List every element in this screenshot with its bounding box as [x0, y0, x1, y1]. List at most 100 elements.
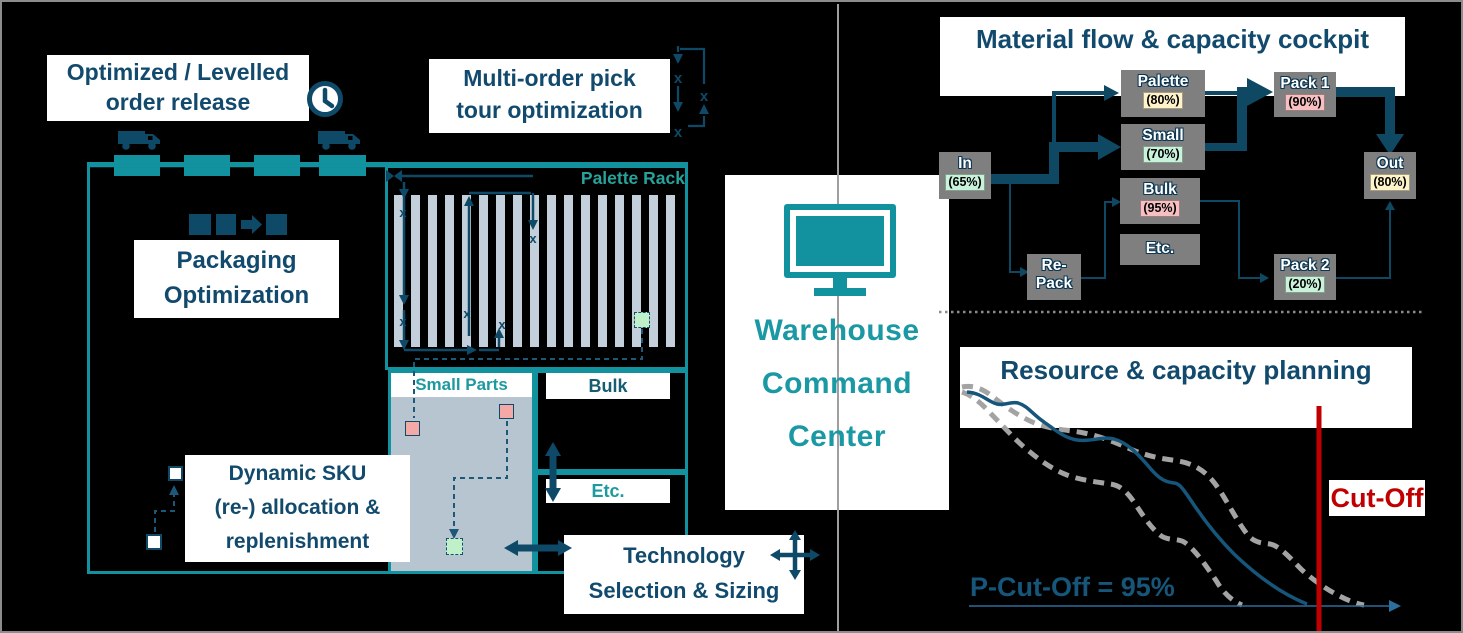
rack-bar — [496, 195, 505, 347]
flow-node-in-utilization: (65%) — [945, 173, 985, 191]
vertical-resize-arrow — [545, 442, 561, 502]
order-release-line2: order release — [105, 89, 251, 115]
order-release-line1: Optimized / Levelled — [66, 59, 290, 85]
palette-rack-label: Palette Rack — [580, 168, 685, 188]
horizontal-resize-arrow — [504, 540, 572, 556]
capacity-chart — [961, 383, 1401, 631]
multi-order-line1: Multi-order pick — [463, 65, 636, 91]
four-way-arrow-icon — [770, 530, 820, 580]
pick-tour-arrows: x x x x x — [386, 170, 538, 355]
flow-node-repack-label2: Pack — [1035, 274, 1073, 292]
dynamic-sku-line2: (re-) allocation & — [214, 496, 381, 519]
rack-bar — [530, 195, 539, 347]
packaging-line2: Optimization — [163, 282, 310, 309]
rack-bar — [564, 195, 573, 347]
multi-order-line2: tour optimization — [456, 97, 643, 123]
rack-bar — [394, 195, 403, 347]
multi-order-pick-label: Multi-order pick tour optimization — [429, 59, 670, 133]
pick-tour-mini-diagram: x x x — [673, 46, 709, 141]
p-cutoff-label: P-Cut-Off = 95% — [970, 572, 1175, 602]
rack-bar — [615, 195, 624, 347]
pick-location-marker: x — [529, 231, 537, 246]
storage-slot-pink — [499, 404, 514, 419]
rack-bar — [632, 195, 641, 347]
flow-node-pack1: Pack 1 (90%) — [1274, 72, 1336, 117]
truck-icon — [318, 131, 360, 150]
technology-line2: Selection & Sizing — [588, 578, 780, 603]
flow-node-out-label: Out — [1376, 155, 1404, 172]
rack-bar — [462, 195, 471, 347]
storage-slot-pink — [405, 421, 420, 436]
pick-location-marker: x — [674, 70, 683, 87]
flow-node-repack-label1: Re- — [1041, 257, 1067, 274]
pick-location-marker: x — [674, 124, 683, 141]
rack-bar — [445, 195, 454, 347]
rack-bar — [581, 195, 590, 347]
technology-line1: Technology — [623, 543, 745, 568]
replenishment-dashed-paths — [154, 329, 643, 539]
dynamic-sku-line3: replenishment — [225, 530, 370, 553]
monitor-icon — [784, 204, 896, 296]
flow-node-bulk-utilization: (95%) — [1140, 199, 1180, 217]
flow-node-pack2: Pack 2 (20%) — [1274, 254, 1336, 300]
flow-node-pack1-label: Pack 1 — [1280, 75, 1330, 92]
truck-icon — [118, 131, 160, 150]
dynamic-sku-label: Dynamic SKU (re-) allocation & replenish… — [185, 455, 410, 562]
storage-slot-green — [446, 538, 463, 555]
flow-node-pack2-utilization: (20%) — [1285, 275, 1325, 293]
flow-node-out: Out (80%) — [1364, 152, 1416, 199]
palette-rack-bars — [394, 195, 681, 347]
flow-node-pack1-utilization: (90%) — [1285, 93, 1325, 111]
resource-planning-title: Resource & capacity planning — [960, 347, 1412, 428]
cutoff-label: Cut-Off — [1329, 480, 1425, 516]
flow-node-small-label: Small — [1142, 127, 1184, 144]
clock-icon — [307, 81, 343, 117]
flow-node-bulk-label: Bulk — [1143, 181, 1177, 198]
flow-node-palette-label: Palette — [1137, 73, 1189, 90]
rack-bar — [411, 195, 420, 347]
rack-bar — [479, 195, 488, 347]
flow-node-out-utilization: (80%) — [1370, 173, 1410, 191]
order-release-label: Optimized / Levelled order release — [47, 55, 309, 121]
packaging-line1: Packaging — [176, 247, 297, 274]
rack-bar — [428, 195, 437, 347]
bulk-label: Bulk — [546, 373, 670, 399]
flow-node-palette-utilization: (80%) — [1143, 91, 1183, 109]
packaging-optimization-label: Packaging Optimization — [134, 240, 339, 318]
flow-node-small: Small (70%) — [1121, 124, 1205, 170]
packaging-boxes-icon — [189, 214, 287, 235]
flow-node-etc: Etc. — [1120, 234, 1200, 265]
technology-selection-label: Technology Selection & Sizing — [564, 535, 804, 614]
pick-location-marker: x — [399, 205, 407, 220]
rack-bar — [547, 195, 556, 347]
flow-node-etc-label: Etc. — [1145, 240, 1175, 257]
pick-location-marker: x — [700, 88, 709, 105]
upper-bound-curve — [961, 383, 1365, 608]
pick-location-marker: x — [463, 306, 471, 321]
flow-node-bulk: Bulk (95%) — [1120, 178, 1200, 224]
storage-slot-white — [168, 466, 183, 481]
center-title-line1: Warehouse — [754, 314, 920, 347]
flow-node-in: In (65%) — [939, 152, 991, 199]
center-title-line3: Center — [787, 420, 887, 453]
bulk-box — [535, 370, 688, 472]
flow-arrows — [990, 78, 1404, 283]
storage-slot-white — [146, 534, 162, 550]
flow-node-in-label: In — [958, 155, 972, 172]
flow-node-repack: Re- Pack — [1027, 254, 1081, 300]
dynamic-sku-line1: Dynamic SKU — [228, 462, 367, 485]
rack-bar — [598, 195, 607, 347]
expected-curve — [966, 390, 1308, 606]
pick-location-marker: x — [498, 317, 506, 332]
center-title-line2: Command — [761, 367, 913, 400]
flow-node-palette: Palette (80%) — [1121, 70, 1205, 117]
storage-slot-green — [634, 312, 650, 328]
rack-bar — [513, 195, 522, 347]
flow-node-pack2-label: Pack 2 — [1280, 257, 1330, 274]
palette-rack-box — [385, 165, 688, 370]
etc-label: Etc. — [546, 479, 670, 503]
pick-location-marker: x — [399, 314, 407, 329]
rack-bar — [649, 195, 658, 347]
